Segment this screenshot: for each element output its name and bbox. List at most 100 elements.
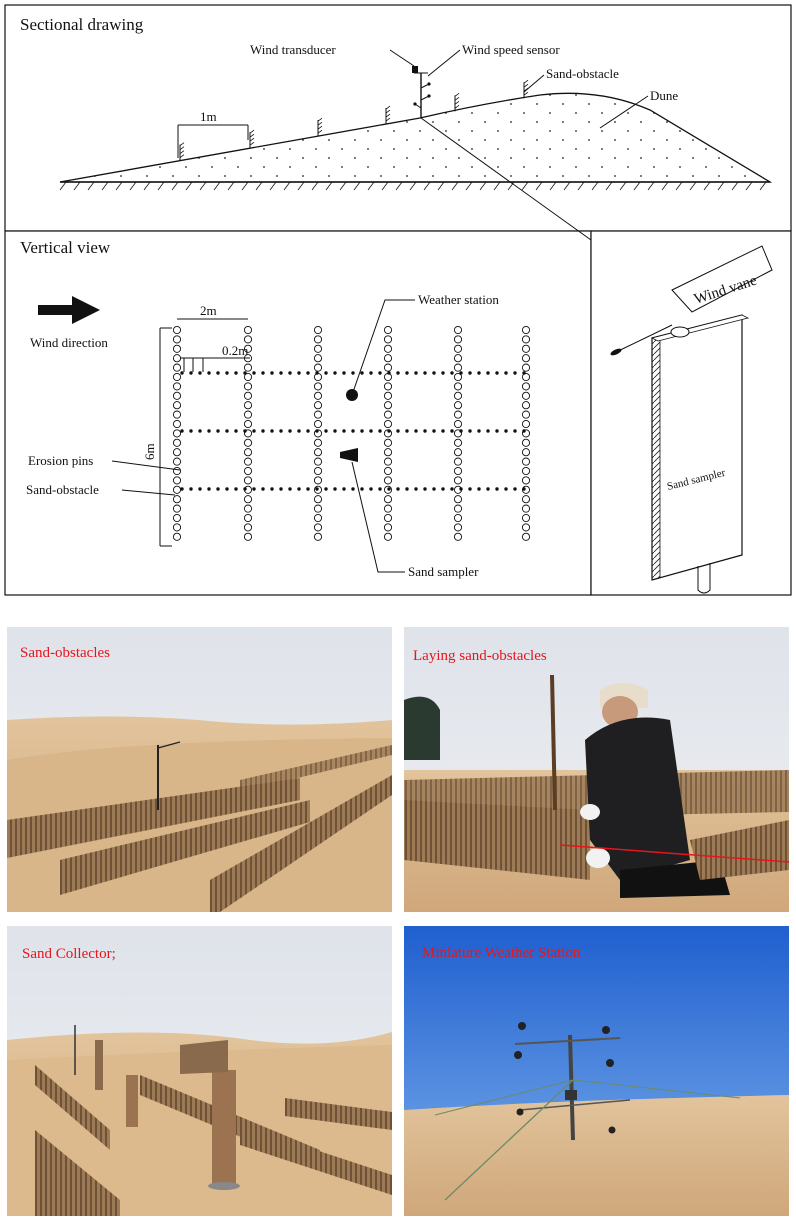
erosion-pin — [450, 487, 454, 491]
erosion-pin — [315, 371, 319, 375]
sand-obstacle-circle — [453, 513, 463, 523]
erosion-pin — [234, 487, 238, 491]
erosion-pin — [486, 487, 490, 491]
sand-obstacle-circle — [521, 438, 531, 447]
erosion-pin — [270, 429, 274, 433]
erosion-pin — [234, 371, 238, 375]
erosion-pin — [180, 487, 184, 491]
erosion-pin — [306, 487, 310, 491]
erosion-pin — [495, 487, 499, 491]
sand-obstacle-circle — [383, 335, 393, 344]
erosion-pin — [504, 429, 508, 433]
erosion-pin — [432, 487, 436, 491]
photo-miniature-weather-station: Miniature Weather Station — [404, 926, 789, 1216]
sand-obstacle-circle — [243, 476, 253, 485]
sand-obstacle-circle — [313, 438, 323, 447]
erosion-pin — [306, 429, 310, 433]
erosion-pin — [315, 429, 319, 433]
erosion-pin — [414, 429, 418, 433]
sand-obstacle-circle — [243, 401, 253, 410]
sand-obstacle-circle — [313, 372, 323, 382]
sand-obstacle-circle — [521, 344, 531, 353]
erosion-pin — [342, 429, 346, 433]
sand-obstacle-circle — [313, 523, 323, 532]
erosion-pin — [522, 371, 526, 375]
erosion-pin — [288, 371, 292, 375]
sand-obstacle-circle — [313, 382, 323, 391]
erosion-pin — [207, 487, 211, 491]
erosion-pin — [279, 487, 283, 491]
erosion-pin-rows — [180, 371, 526, 491]
sand-obstacle-circle — [172, 523, 182, 532]
sand-obstacle-circle — [383, 532, 393, 541]
row-length-label: 6m — [142, 443, 157, 460]
sand-obstacle-circle — [243, 513, 253, 523]
erosion-pin — [396, 371, 400, 375]
erosion-pin — [315, 487, 319, 491]
erosion-pin — [468, 429, 472, 433]
sand-obstacle-circle — [313, 344, 323, 353]
sand-obstacle-circle — [313, 363, 323, 372]
sand-obstacle-circle — [172, 391, 182, 400]
erosion-pin — [360, 371, 364, 375]
sand-obstacle-circle — [521, 532, 531, 541]
sand-obstacle-circle — [453, 401, 463, 410]
erosion-pin — [279, 371, 283, 375]
sand-obstacle-circle — [453, 438, 463, 447]
sand-obstacle-circle — [383, 438, 393, 447]
erosion-pin — [414, 371, 418, 375]
sand-obstacle-label-section: Sand-obstacle — [546, 66, 619, 81]
erosion-pin — [360, 429, 364, 433]
sand-obstacle-circle — [383, 363, 393, 372]
sand-obstacle-circle — [243, 419, 253, 429]
sand-obstacle-circle — [383, 391, 393, 400]
sand-obstacle-circle — [521, 410, 531, 419]
spacing-dimension: 1m — [177, 109, 249, 158]
sand-obstacle-circle — [243, 495, 253, 504]
erosion-pin — [333, 487, 337, 491]
erosion-pin — [369, 371, 373, 375]
sand-obstacle-circle — [453, 344, 463, 353]
sand-obstacle-circle — [383, 401, 393, 410]
erosion-pin — [405, 371, 409, 375]
sand-obstacle-circle — [383, 325, 393, 335]
sand-obstacle-circle — [172, 335, 182, 344]
obstacle-columns — [172, 325, 531, 541]
sand-obstacle-circle — [521, 466, 531, 476]
sand-obstacle-circle — [521, 391, 531, 400]
sand-obstacle-circle — [521, 476, 531, 485]
sand-obstacle-circle — [313, 391, 323, 400]
erosion-pin — [180, 429, 184, 433]
sand-obstacle-circle — [172, 344, 182, 353]
sand-obstacle-circle — [521, 363, 531, 372]
sectional-drawing-panel: Sectional drawing 1m Wind — [4, 4, 792, 232]
sand-obstacle-circle — [453, 410, 463, 419]
erosion-pin — [216, 487, 220, 491]
erosion-pin — [342, 371, 346, 375]
sand-sampler-marker — [340, 448, 358, 462]
sand-obstacle-circle — [172, 476, 182, 485]
erosion-pin — [198, 429, 202, 433]
erosion-pin — [522, 487, 526, 491]
erosion-pin — [468, 371, 472, 375]
erosion-pin — [423, 371, 427, 375]
sand-obstacle-circle — [453, 419, 463, 429]
sand-obstacle-circle — [172, 466, 182, 476]
wind-transducer-label: Wind transducer — [250, 42, 336, 57]
weather-station-label: Weather station — [418, 292, 499, 307]
erosion-pin — [441, 429, 445, 433]
erosion-pin — [459, 371, 463, 375]
panel-frame — [4, 230, 592, 596]
erosion-pin — [297, 429, 301, 433]
sand-obstacle-circle — [453, 325, 463, 335]
erosion-pin — [198, 487, 202, 491]
sand-obstacle-circle — [521, 457, 531, 466]
erosion-pin — [324, 487, 328, 491]
erosion-pin — [405, 487, 409, 491]
sand-obstacle-circle — [243, 363, 253, 372]
sand-obstacle-circle — [243, 438, 253, 447]
sand-obstacle-circle — [453, 476, 463, 485]
sand-obstacle-circle — [172, 495, 182, 504]
sand-obstacle-post — [249, 129, 255, 149]
erosion-pin — [333, 429, 337, 433]
